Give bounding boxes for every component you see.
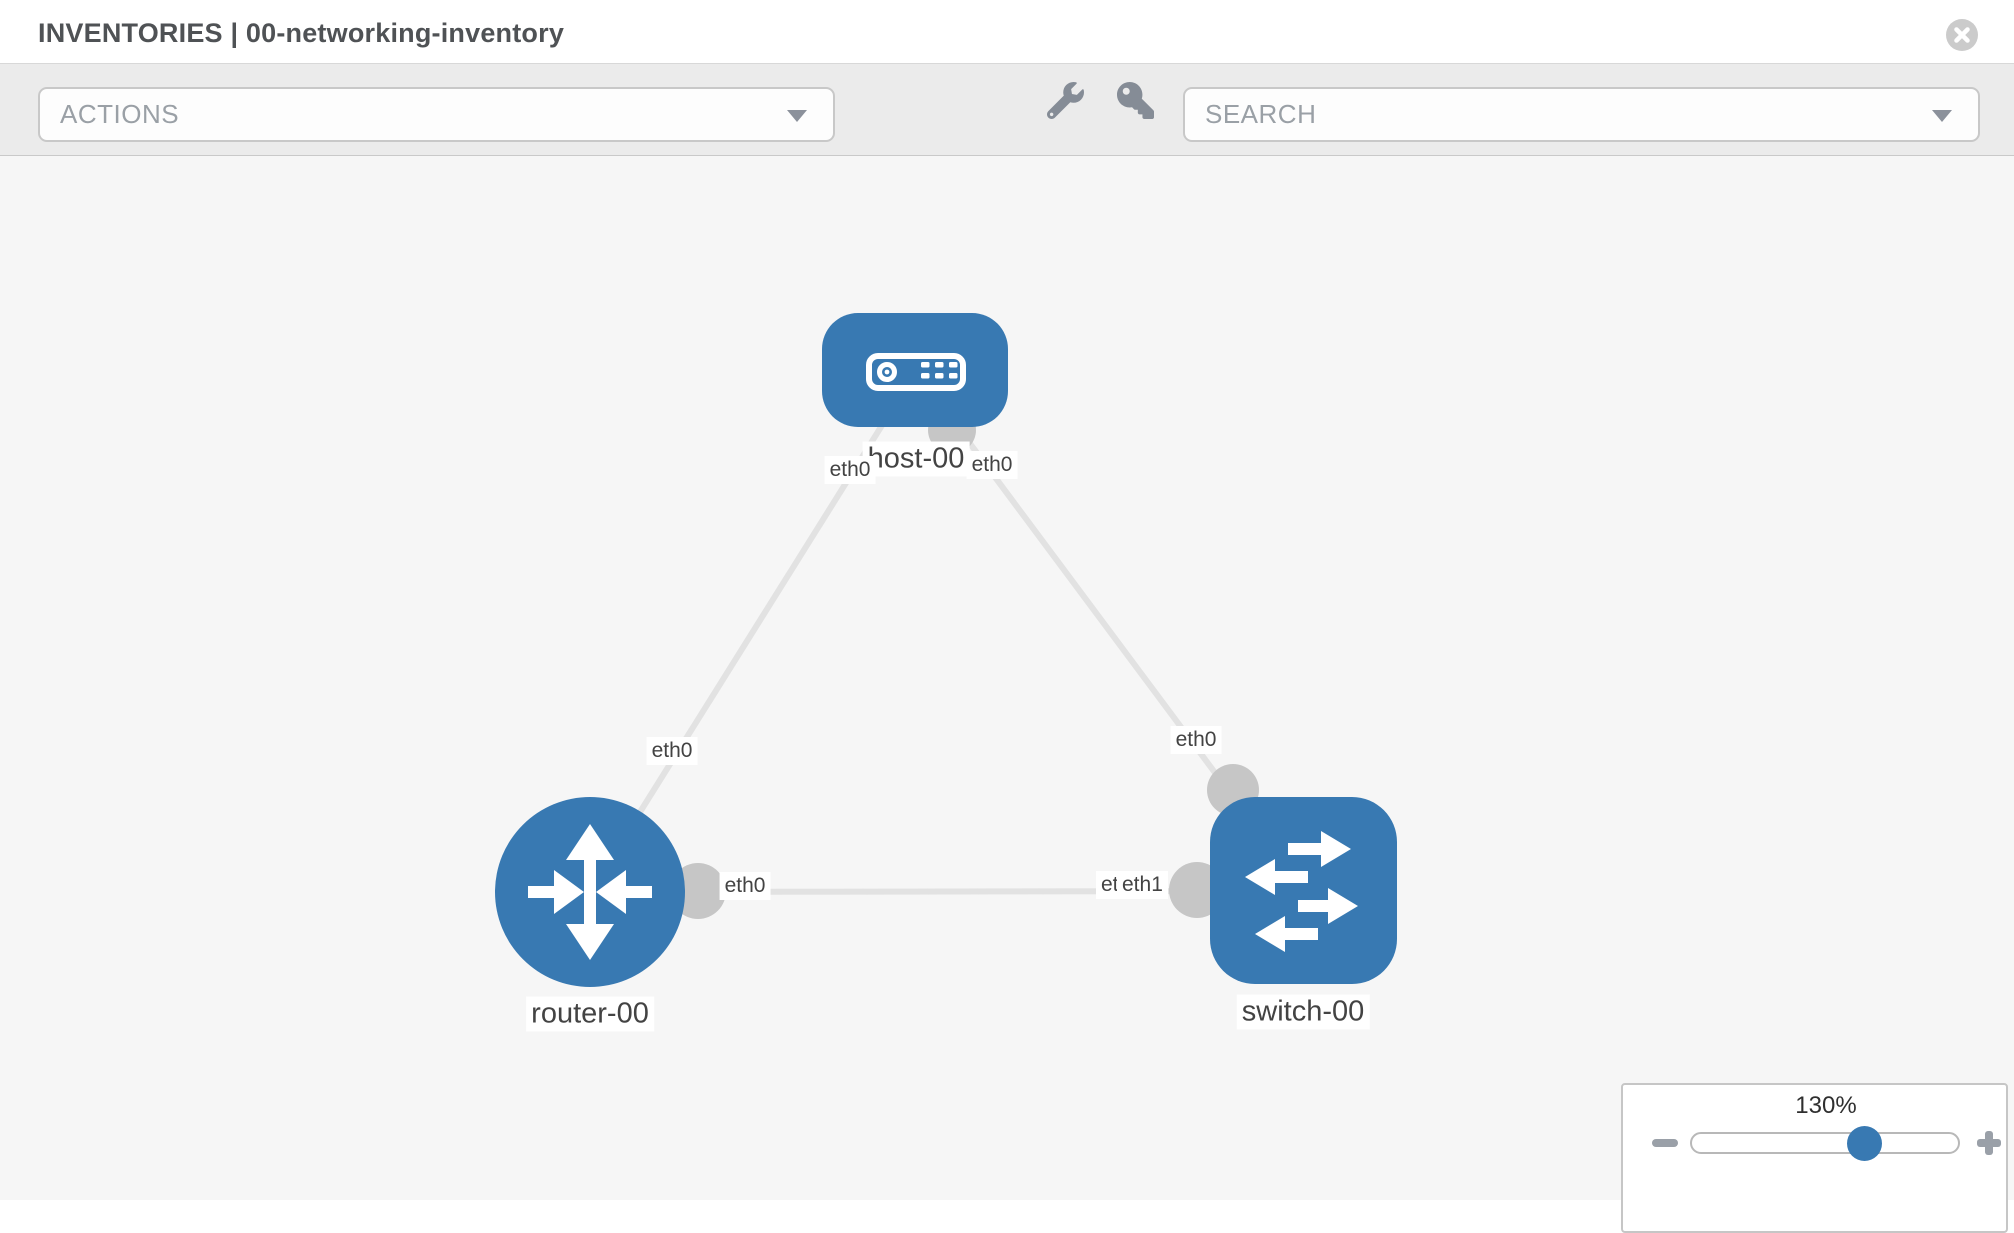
zoom-slider-thumb[interactable] (1847, 1126, 1882, 1161)
node-label-router: router-00 (526, 996, 654, 1032)
close-button[interactable] (1946, 19, 1978, 51)
node-label-host: host-00 (862, 441, 970, 477)
chevron-down-icon (787, 110, 807, 122)
zoom-slider-track[interactable] (1690, 1132, 1960, 1154)
node-router-00[interactable] (495, 797, 685, 987)
interface-label-host-left: eth0 (824, 456, 876, 484)
toolbar: ACTIONS SEARCH (0, 63, 2014, 156)
credentials-button[interactable] (1105, 70, 1165, 130)
configure-button[interactable] (1035, 70, 1095, 130)
zoom-in-button[interactable] (1973, 1127, 2005, 1159)
host-icon (866, 353, 966, 391)
zoom-out-button minus-icon[interactable] (1652, 1139, 1678, 1147)
search-select[interactable]: SEARCH (1183, 87, 1980, 142)
node-switch-00[interactable] (1210, 797, 1397, 984)
plus-icon (1985, 1131, 1993, 1155)
topology-canvas: host-00 router-00 switch-00 eth0 eth0 et… (0, 156, 2014, 1200)
node-label-switch: switch-00 (1236, 994, 1370, 1030)
key-icon (1116, 81, 1154, 119)
zoom-panel: 130% (1621, 1083, 2008, 1233)
interface-label-router-top: eth0 (646, 737, 698, 765)
wrench-icon (1046, 81, 1084, 119)
node-host-00[interactable] (822, 313, 1008, 427)
close-icon (1954, 27, 1970, 43)
search-select-label: SEARCH (1205, 99, 1317, 129)
page-title: INVENTORIES | 00-networking-inventory (38, 18, 565, 48)
chevron-down-icon (1932, 110, 1952, 122)
header: INVENTORIES | 00-networking-inventory (0, 0, 2014, 63)
router-icon (528, 824, 652, 960)
switch-icon (1245, 831, 1358, 952)
actions-select-label: ACTIONS (60, 99, 180, 129)
actions-select[interactable]: ACTIONS (38, 87, 835, 142)
interface-label-host-right: eth0 (966, 451, 1018, 479)
zoom-level: 130% (1795, 1092, 1857, 1119)
interface-label-switch-top: eth0 (1170, 726, 1222, 754)
interface-label-mid-router: eth0 (719, 872, 771, 900)
interface-label-mid-switch-front: eth1 (1117, 871, 1168, 899)
